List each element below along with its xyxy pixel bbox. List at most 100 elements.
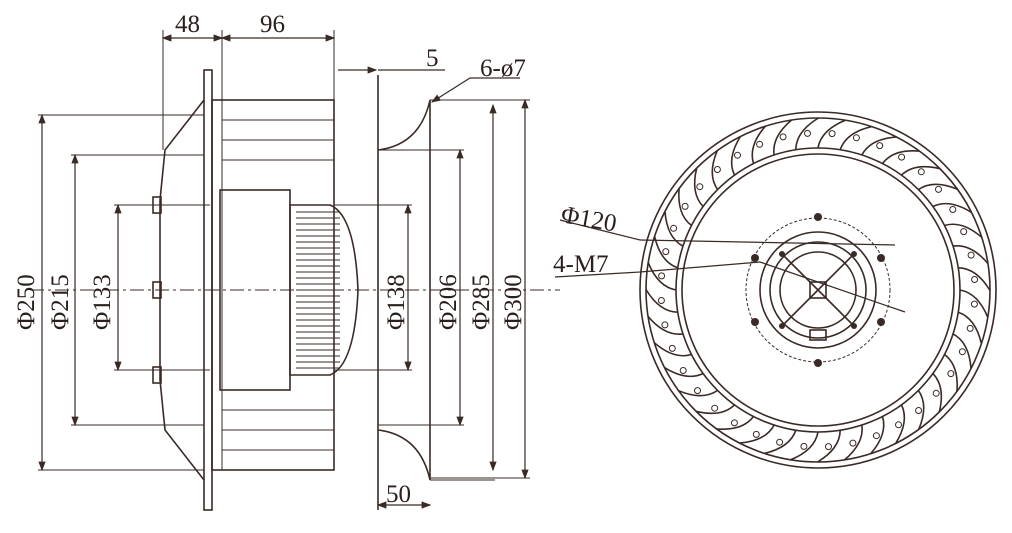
impeller-blade bbox=[943, 353, 958, 392]
impeller-blades bbox=[645, 117, 991, 463]
dim-d285: Φ285 bbox=[468, 274, 495, 330]
impeller-blade bbox=[764, 430, 797, 455]
impeller-blade bbox=[843, 424, 863, 461]
impeller-blade bbox=[647, 262, 677, 291]
impeller-blade bbox=[678, 188, 693, 227]
blade-rivet bbox=[694, 387, 701, 395]
blade-rivet bbox=[756, 140, 764, 148]
impeller-blade bbox=[894, 404, 906, 444]
impeller-blade bbox=[944, 223, 983, 238]
blade-rivet bbox=[696, 183, 704, 191]
dim-inlet-depth: 50 bbox=[386, 481, 411, 508]
impeller-blade bbox=[693, 167, 704, 208]
blade-rivet bbox=[849, 439, 857, 447]
blade-rivet bbox=[679, 367, 687, 374]
impeller-blade bbox=[773, 119, 793, 156]
impeller-blade bbox=[881, 150, 920, 165]
blade-rivet bbox=[779, 133, 787, 141]
blade-rivet bbox=[711, 404, 719, 412]
impeller-blade bbox=[678, 389, 719, 397]
blade-rivet bbox=[932, 389, 940, 397]
motor-body bbox=[211, 99, 359, 471]
blade-rivet bbox=[800, 442, 808, 450]
impeller-blade bbox=[817, 430, 841, 463]
dim-d206: Φ206 bbox=[435, 274, 462, 330]
blade-rivet bbox=[804, 129, 811, 137]
blade-rivet bbox=[658, 272, 666, 280]
blade-rivet bbox=[917, 168, 925, 176]
impeller-blade bbox=[817, 119, 846, 149]
impeller-blade bbox=[795, 117, 819, 150]
blade-rivet bbox=[752, 430, 760, 438]
impeller-blade bbox=[790, 431, 819, 461]
blade-rivet bbox=[670, 224, 678, 232]
impeller-blade bbox=[958, 311, 983, 344]
impeller-blade bbox=[716, 415, 755, 430]
blade-rivet bbox=[828, 130, 836, 138]
impeller-blade bbox=[664, 211, 684, 247]
dim-d300: Φ300 bbox=[500, 274, 527, 330]
blade-rivet bbox=[825, 443, 832, 451]
blade-rivet bbox=[876, 142, 884, 150]
impeller-blade bbox=[711, 150, 719, 191]
impeller-blade bbox=[952, 333, 972, 369]
impeller-blade bbox=[730, 136, 742, 176]
blade-rivet bbox=[947, 370, 955, 378]
blade-rivet bbox=[949, 206, 957, 213]
blade-rivet bbox=[898, 153, 906, 161]
blade-rivet bbox=[958, 348, 966, 356]
leader-lines bbox=[554, 219, 906, 313]
dim-d215: Φ215 bbox=[47, 274, 74, 330]
impeller-blade bbox=[959, 289, 989, 318]
impeller-blade bbox=[653, 342, 692, 357]
impeller-blade bbox=[952, 245, 989, 265]
dim-d250: Φ250 bbox=[13, 274, 40, 330]
impeller-blade bbox=[917, 389, 925, 430]
blade-rivet bbox=[935, 185, 942, 193]
blade-rivet bbox=[776, 438, 784, 446]
dim-d133: Φ133 bbox=[89, 274, 116, 330]
blade-rivet bbox=[915, 407, 923, 414]
blade-rivet bbox=[970, 300, 978, 308]
top-dimensions bbox=[161, 30, 520, 509]
impeller-blade bbox=[839, 125, 872, 150]
blade-rivet bbox=[967, 251, 975, 259]
side-view: Φ250 Φ215 Φ133 Φ138 Φ206 Φ285 Φ300 48 96… bbox=[13, 11, 560, 511]
impeller-blade bbox=[861, 136, 897, 156]
impeller-outer-ring bbox=[639, 111, 997, 469]
blade-rivet bbox=[971, 276, 979, 283]
impeller-blade bbox=[900, 165, 941, 176]
flange-cone bbox=[159, 99, 205, 481]
dim-threads: 4-M7 bbox=[553, 251, 609, 278]
blade-rivet bbox=[661, 321, 669, 329]
blade-rivet bbox=[960, 228, 968, 236]
blade-rivet bbox=[681, 202, 689, 210]
impeller-blade bbox=[664, 366, 704, 378]
impeller-blade bbox=[739, 424, 775, 444]
impeller-blade bbox=[695, 404, 736, 415]
impeller-inlet bbox=[681, 153, 955, 427]
blade-rivet bbox=[852, 134, 860, 142]
blade-rivet bbox=[662, 248, 670, 256]
diameter-dimensions bbox=[38, 98, 530, 480]
impeller-blade bbox=[645, 289, 678, 313]
dim-gap: 5 bbox=[426, 45, 439, 72]
dim-flange-depth: 48 bbox=[175, 11, 200, 38]
impeller-blade bbox=[958, 267, 991, 291]
dim-motor-length: 96 bbox=[260, 11, 285, 38]
impeller-blade bbox=[932, 372, 943, 413]
motor-hub bbox=[745, 213, 891, 367]
front-view: Φ120 4-M7 bbox=[553, 111, 997, 469]
dim-holes: 6-ø7 bbox=[480, 55, 526, 82]
blade-rivet bbox=[730, 419, 738, 427]
impeller-blade bbox=[751, 125, 766, 164]
blade-rivet bbox=[895, 421, 902, 429]
impeller-blade bbox=[917, 183, 958, 191]
motor-cooling-fins bbox=[296, 211, 340, 369]
impeller-blade bbox=[932, 202, 972, 214]
impeller-blade bbox=[647, 315, 684, 335]
blade-rivet bbox=[713, 166, 721, 173]
dim-d138: Φ138 bbox=[383, 274, 410, 330]
blade-rivet bbox=[966, 324, 974, 332]
